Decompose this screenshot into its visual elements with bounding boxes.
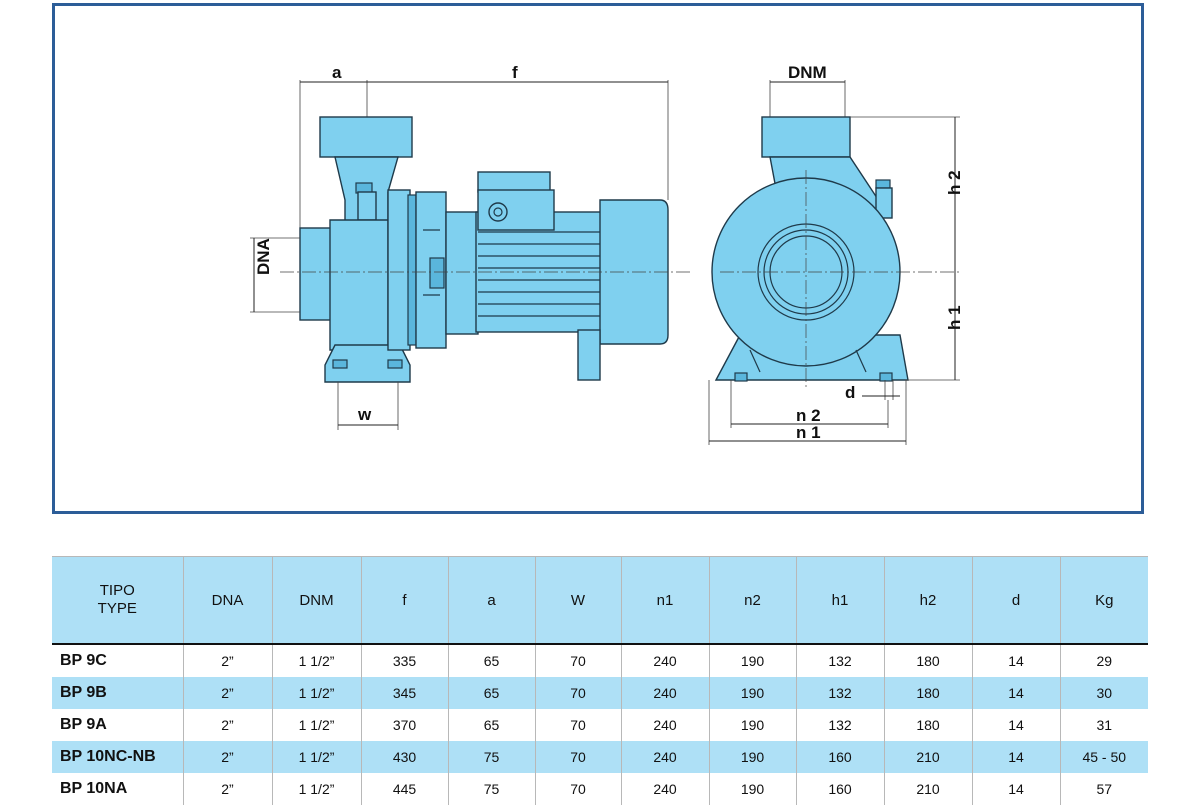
value-cell: 65 <box>447 709 535 741</box>
value-cell: 65 <box>447 644 535 677</box>
header-type: TIPO TYPE <box>52 556 183 645</box>
value-cell: 445 <box>360 773 448 805</box>
value-cell: 14 <box>971 677 1060 709</box>
header-col: Kg <box>1059 556 1148 645</box>
value-cell: 14 <box>971 773 1060 805</box>
value-cell: 240 <box>620 644 709 677</box>
value-cell: 190 <box>708 709 796 741</box>
value-cell: 160 <box>795 741 884 773</box>
value-cell: 75 <box>447 773 535 805</box>
value-cell: 75 <box>447 741 535 773</box>
header-col: n1 <box>620 556 709 645</box>
pump-front-view: DNM h 2 <box>708 63 964 445</box>
header-col: d <box>971 556 1060 645</box>
value-cell: 190 <box>708 644 796 677</box>
dim-label-h1: h 1 <box>945 305 964 330</box>
value-cell: 132 <box>795 677 884 709</box>
value-cell: 132 <box>795 644 884 677</box>
value-cell: 65 <box>447 677 535 709</box>
value-cell: 1 1/2” <box>271 709 361 741</box>
model-cell: BP 9B <box>52 677 183 709</box>
value-cell: 29 <box>1059 644 1148 677</box>
value-cell: 2” <box>182 644 272 677</box>
value-cell: 70 <box>534 741 621 773</box>
value-cell: 180 <box>883 644 972 677</box>
value-cell: 430 <box>360 741 448 773</box>
value-cell: 14 <box>971 644 1060 677</box>
specification-table: TIPO TYPE DNA DNM f a W n1 n2 h1 h2 d Kg… <box>52 556 1148 805</box>
value-cell: 31 <box>1059 709 1148 741</box>
header-col: a <box>447 556 535 645</box>
model-cell: BP 9C <box>60 652 107 669</box>
header-col: h2 <box>883 556 972 645</box>
value-cell: 160 <box>795 773 884 805</box>
value-cell: 132 <box>795 709 884 741</box>
value-cell: 1 1/2” <box>271 741 361 773</box>
value-cell: 70 <box>534 709 621 741</box>
value-cell: 14 <box>971 741 1060 773</box>
value-cell: 70 <box>534 773 621 805</box>
value-cell: 70 <box>534 677 621 709</box>
dim-label-n2: n 2 <box>796 406 821 425</box>
value-cell: 45 - 50 <box>1059 741 1148 773</box>
technical-drawing-frame: a f <box>52 3 1144 514</box>
value-cell: 180 <box>883 677 972 709</box>
dim-label-a: a <box>332 63 342 82</box>
value-cell: 240 <box>620 677 709 709</box>
value-cell: 240 <box>620 709 709 741</box>
value-cell: 210 <box>883 773 972 805</box>
pump-drawing: a f <box>250 63 964 445</box>
model-cell: BP 9A <box>60 716 107 733</box>
value-cell: 345 <box>360 677 448 709</box>
value-cell: 190 <box>708 773 796 805</box>
value-cell: 240 <box>620 773 709 805</box>
model-cell: BP 10NC-NB <box>52 741 183 773</box>
value-cell: 2” <box>182 677 272 709</box>
dim-label-h2: h 2 <box>945 170 964 195</box>
model-cell: BP 10NA <box>60 780 128 797</box>
value-cell: 57 <box>1059 773 1148 805</box>
value-cell: 2” <box>182 741 272 773</box>
pump-side-view: a f <box>250 63 690 430</box>
table-header-row: TIPO TYPE DNA DNM f a W n1 n2 h1 h2 d Kg <box>52 556 1148 645</box>
value-cell: 2” <box>182 709 272 741</box>
value-cell: 240 <box>620 741 709 773</box>
value-cell: 210 <box>883 741 972 773</box>
header-col: h1 <box>795 556 884 645</box>
header-col: DNM <box>271 556 361 645</box>
value-cell: 2” <box>182 773 272 805</box>
value-cell: 335 <box>360 644 448 677</box>
dim-label-dnm: DNM <box>788 63 827 82</box>
value-cell: 1 1/2” <box>271 644 361 677</box>
header-col: DNA <box>182 556 272 645</box>
header-col: W <box>534 556 621 645</box>
value-cell: 70 <box>534 644 621 677</box>
dim-label-w: w <box>357 405 372 424</box>
dim-label-d: d <box>845 383 855 402</box>
value-cell: 190 <box>708 677 796 709</box>
dim-label-n1: n 1 <box>796 423 821 442</box>
header-col: f <box>360 556 448 645</box>
value-cell: 180 <box>883 709 972 741</box>
value-cell: 190 <box>708 741 796 773</box>
value-cell: 1 1/2” <box>271 677 361 709</box>
dim-label-dna: DNA <box>254 238 273 275</box>
value-cell: 30 <box>1059 677 1148 709</box>
value-cell: 14 <box>971 709 1060 741</box>
dim-label-f: f <box>512 63 518 82</box>
value-cell: 370 <box>360 709 448 741</box>
value-cell: 1 1/2” <box>271 773 361 805</box>
header-col: n2 <box>708 556 796 645</box>
